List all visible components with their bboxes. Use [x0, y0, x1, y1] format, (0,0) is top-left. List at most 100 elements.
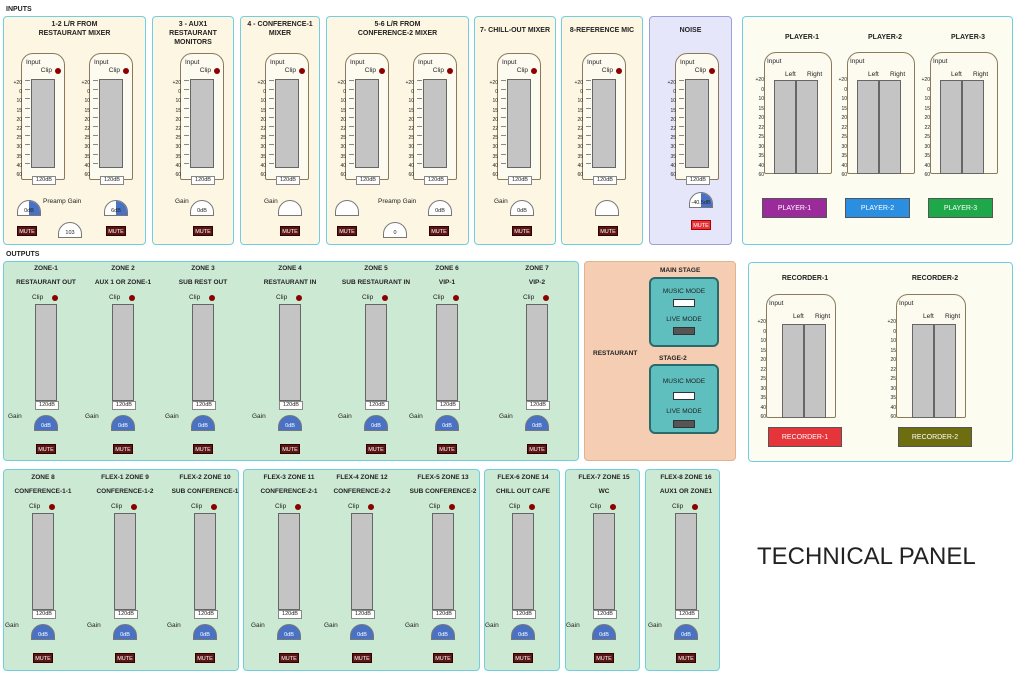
player1-button[interactable]: PLAYER-1 [762, 198, 827, 218]
zone2-mute-button[interactable]: MUTE [113, 444, 133, 454]
zone14-mute-button[interactable]: MUTE [513, 653, 533, 663]
input2-preamp-knob[interactable]: 6dB [104, 200, 128, 216]
recorder1-button[interactable]: RECORDER-1 [768, 427, 842, 447]
zone3-subtitle: SUB REST OUT [178, 279, 228, 286]
input1-2-gain-knob[interactable]: 103 [58, 222, 82, 238]
input8-tick [586, 125, 591, 135]
player3-scale-label: 22 [924, 124, 930, 131]
input4-mute-button[interactable]: MUTE [280, 226, 300, 236]
input5-6-gain-knob[interactable]: 0 [383, 222, 407, 238]
player3-button[interactable]: PLAYER-3 [928, 198, 993, 218]
zone11-mute-button[interactable]: MUTE [279, 653, 299, 663]
input8-mute-button[interactable]: MUTE [598, 226, 618, 236]
stage2-live-mode-button[interactable] [673, 420, 695, 428]
main-stage-music-mode-button[interactable] [673, 299, 695, 307]
recorder1-right-label: Right [815, 313, 831, 320]
noise-tick [679, 153, 684, 163]
input4-gain-knob[interactable] [278, 200, 302, 216]
zone8-gain-knob[interactable]: 0dB [31, 624, 55, 640]
noise-mute-button[interactable]: MUTE [691, 220, 711, 230]
zone16-gain-label: Gain [648, 622, 662, 629]
input8-tick [586, 107, 591, 117]
zone9-mute-button[interactable]: MUTE [115, 653, 135, 663]
input6-preamp-knob[interactable]: 0dB [428, 200, 452, 216]
input1-db-readout: 120dB [32, 176, 56, 185]
input1-scale-label: 30 [16, 144, 22, 151]
recorder2-input-label: Input [899, 300, 914, 307]
input6-mute-button[interactable]: MUTE [429, 226, 449, 236]
zone4-mute-button[interactable]: MUTE [280, 444, 300, 454]
zone10-gain-knob[interactable]: 0dB [193, 624, 217, 640]
input6-scale-label: 60 [408, 172, 414, 179]
noise-tick [679, 116, 684, 126]
input6-scale-label: 10 [408, 98, 414, 105]
noise-scale-label: 60 [670, 172, 676, 179]
zone9-gain-knob[interactable]: 0dB [113, 624, 137, 640]
zone13-mute-button[interactable]: MUTE [433, 653, 453, 663]
input7-gain-knob[interactable]: 0dB [510, 200, 534, 216]
zone3-gain-knob[interactable]: 0dB [191, 415, 215, 431]
input8-gain-knob[interactable] [595, 200, 619, 216]
zone12-gain-knob[interactable]: 0dB [350, 624, 374, 640]
zone6-mute-button[interactable]: MUTE [437, 444, 457, 454]
zone1-mute-button[interactable]: MUTE [36, 444, 56, 454]
input1-preamp-knob[interactable]: 0dB [17, 200, 41, 216]
zone8-mute-button[interactable]: MUTE [33, 653, 53, 663]
input5-scale-label: 0 [343, 89, 346, 96]
zone15-mute-button[interactable]: MUTE [594, 653, 614, 663]
input5-preamp-knob[interactable] [335, 200, 359, 216]
input3-gain-knob[interactable]: 0dB [190, 200, 214, 216]
zone3-mute-button[interactable]: MUTE [193, 444, 213, 454]
input7-scale-label: 40 [492, 162, 498, 169]
recorder2-button[interactable]: RECORDER-2 [898, 427, 972, 447]
zone5-gain-knob-value: 0dB [371, 423, 381, 429]
input7-tick [501, 144, 506, 153]
recorder2-scale-label: 25 [890, 376, 896, 382]
main-stage-live-mode-button[interactable] [673, 327, 695, 335]
input1-mute-button[interactable]: MUTE [17, 226, 37, 236]
zone5-gain-knob[interactable]: 0dB [364, 415, 388, 431]
zone1-gain-knob[interactable]: 0dB [34, 415, 58, 431]
zone7-mute-button[interactable]: MUTE [527, 444, 547, 454]
zone10-mute-button[interactable]: MUTE [195, 653, 215, 663]
zone7-gain-knob[interactable]: 0dB [525, 415, 549, 431]
zone10-clip-label: Clip [191, 503, 203, 510]
input3-mute-button[interactable]: MUTE [193, 226, 213, 236]
input2-mute-button[interactable]: MUTE [106, 226, 126, 236]
zone16-mute-button[interactable]: MUTE [676, 653, 696, 663]
input7-tick [501, 80, 506, 89]
input5-scale-label: 35 [340, 153, 346, 160]
noise-input-label: Input [680, 59, 695, 66]
player2-button[interactable]: PLAYER-2 [845, 198, 910, 218]
noise-gain-knob[interactable]: -40.5dB [689, 192, 713, 208]
zone4-gain-knob[interactable]: 0dB [278, 415, 302, 431]
noise-scale-label: 40 [670, 162, 676, 169]
zone11-name: FLEX-3 ZONE 11 [263, 474, 315, 481]
input7-tick [501, 89, 506, 98]
zone2-gain-knob[interactable]: 0dB [111, 415, 135, 431]
input1-2-preamp-label: Preamp Gain [43, 198, 82, 205]
zone12-mute-button[interactable]: MUTE [352, 653, 372, 663]
input2-scale-label: 10 [84, 98, 90, 105]
zone6-subtitle: VIP-1 [438, 279, 456, 286]
input7-input-label: Input [502, 59, 517, 66]
zone16-clip-indicator [692, 504, 698, 510]
input3-tick [184, 98, 189, 107]
zone5-mute-button[interactable]: MUTE [366, 444, 386, 454]
zone6-gain-knob[interactable]: 0dB [435, 415, 459, 431]
zone14-gain-knob[interactable]: 0dB [511, 624, 535, 640]
zone15-gain-knob-value: 0dB [599, 632, 609, 638]
input4-scale-label: +20 [257, 80, 266, 86]
player2-scale-label: 30 [841, 143, 847, 150]
stage2-music-mode-button[interactable] [673, 392, 695, 400]
zone1-gain-label: Gain [8, 413, 22, 420]
recorder2-scale-label: 35 [890, 395, 896, 401]
zone15-gain-knob[interactable]: 0dB [592, 624, 616, 640]
zone11-gain-knob[interactable]: 0dB [277, 624, 301, 640]
zone13-gain-knob[interactable]: 0dB [431, 624, 455, 640]
zone9-gain-label: Gain [87, 622, 101, 629]
input7-mute-button[interactable]: MUTE [512, 226, 532, 236]
zone16-gain-knob[interactable]: 0dB [674, 624, 698, 640]
input5-mute-button[interactable]: MUTE [337, 226, 357, 236]
